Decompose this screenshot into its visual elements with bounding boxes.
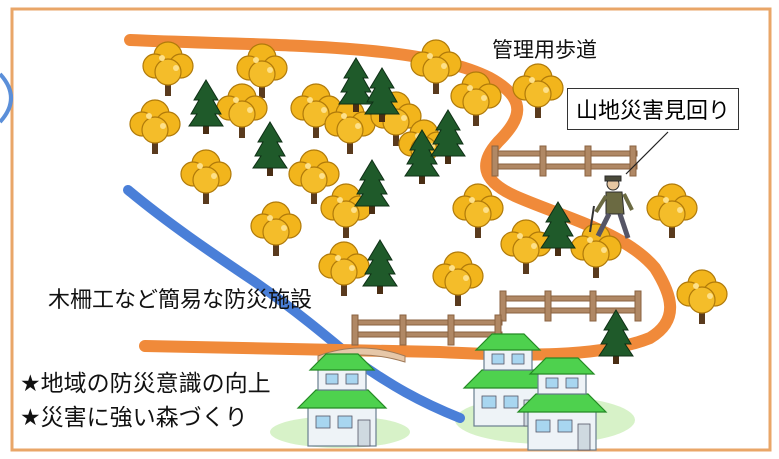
stream [123,185,465,423]
hiker-figure [589,175,634,239]
management-path-label: 管理用歩道 [492,38,597,62]
fence-works-label: 木柵工など簡易な防災施設 [48,288,313,313]
callout-line [625,131,669,175]
fence-upper [491,145,638,177]
fence-middle [499,290,642,322]
patrol-callout-box: 山地災害見回り [567,88,740,130]
fence-lower [351,314,503,346]
left-circle-decoration [0,72,13,124]
goal-awareness: ★地域の防災意識の向上 [20,371,271,397]
goal-resilient-forest: ★災害に強い森づくり [20,405,248,431]
